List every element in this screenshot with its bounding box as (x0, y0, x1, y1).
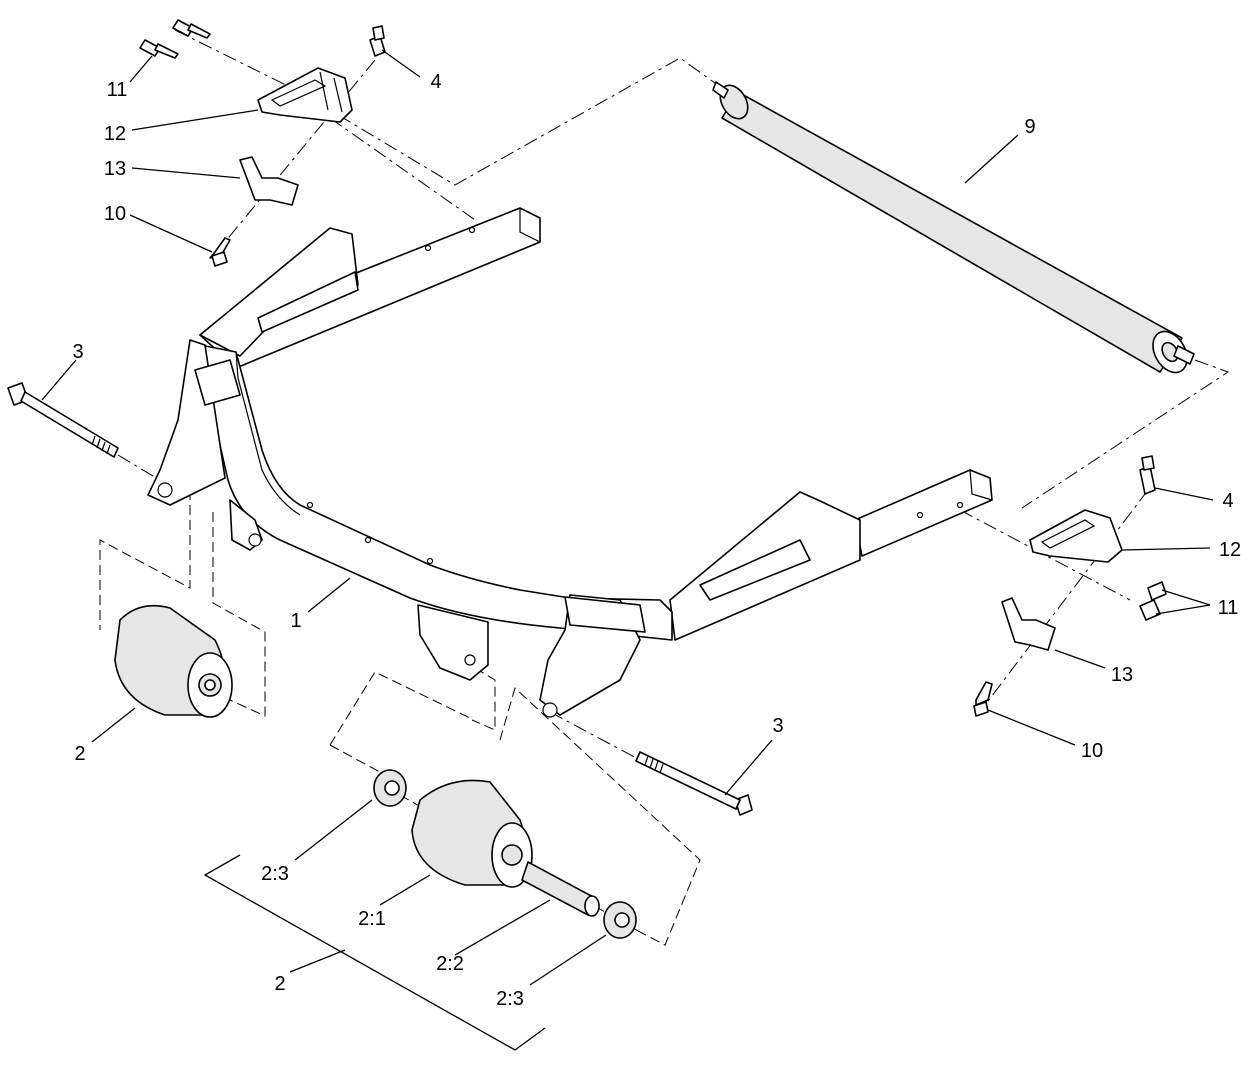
callout-2-3-top: 2:3 (261, 863, 289, 885)
callout-11-top: 11 (107, 79, 128, 101)
callout-4-right: 4 (1222, 490, 1233, 512)
callout-2-bracket: 2 (274, 973, 285, 995)
callout-4-top: 4 (430, 71, 441, 93)
assembly-lines (99, 29, 1230, 946)
callout-10-top: 10 (104, 203, 126, 225)
callout-10-right: 10 (1081, 740, 1103, 762)
top-bracket-assembly (139, 19, 386, 267)
callout-12-right: 12 (1219, 539, 1241, 561)
exploded-wheel (373, 769, 637, 939)
callout-2-1: 2:1 (358, 908, 386, 930)
subassembly-bracket (203, 854, 546, 1051)
callout-12-top: 12 (104, 123, 126, 145)
callout-2-2: 2:2 (436, 953, 464, 975)
callouts: 11 12 13 10 4 9 3 1 2 4 12 11 13 10 3 2:… (72, 71, 1241, 1010)
callout-2-left: 2 (74, 743, 85, 765)
callout-13-top: 13 (104, 158, 126, 180)
long-bolts (7, 382, 753, 816)
leader-lines (41, 49, 1214, 986)
callout-11-right: 11 (1218, 597, 1239, 619)
callout-3-left: 3 (72, 341, 83, 363)
callout-1: 1 (290, 610, 301, 632)
callout-2-3-bottom: 2:3 (496, 988, 524, 1010)
callout-9: 9 (1024, 116, 1035, 138)
right-bracket-assembly (973, 455, 1167, 717)
frame (147, 207, 993, 718)
callout-3-right: 3 (772, 715, 783, 737)
left-wheel (114, 604, 233, 718)
callout-13-right: 13 (1111, 664, 1133, 686)
roller (712, 81, 1195, 374)
